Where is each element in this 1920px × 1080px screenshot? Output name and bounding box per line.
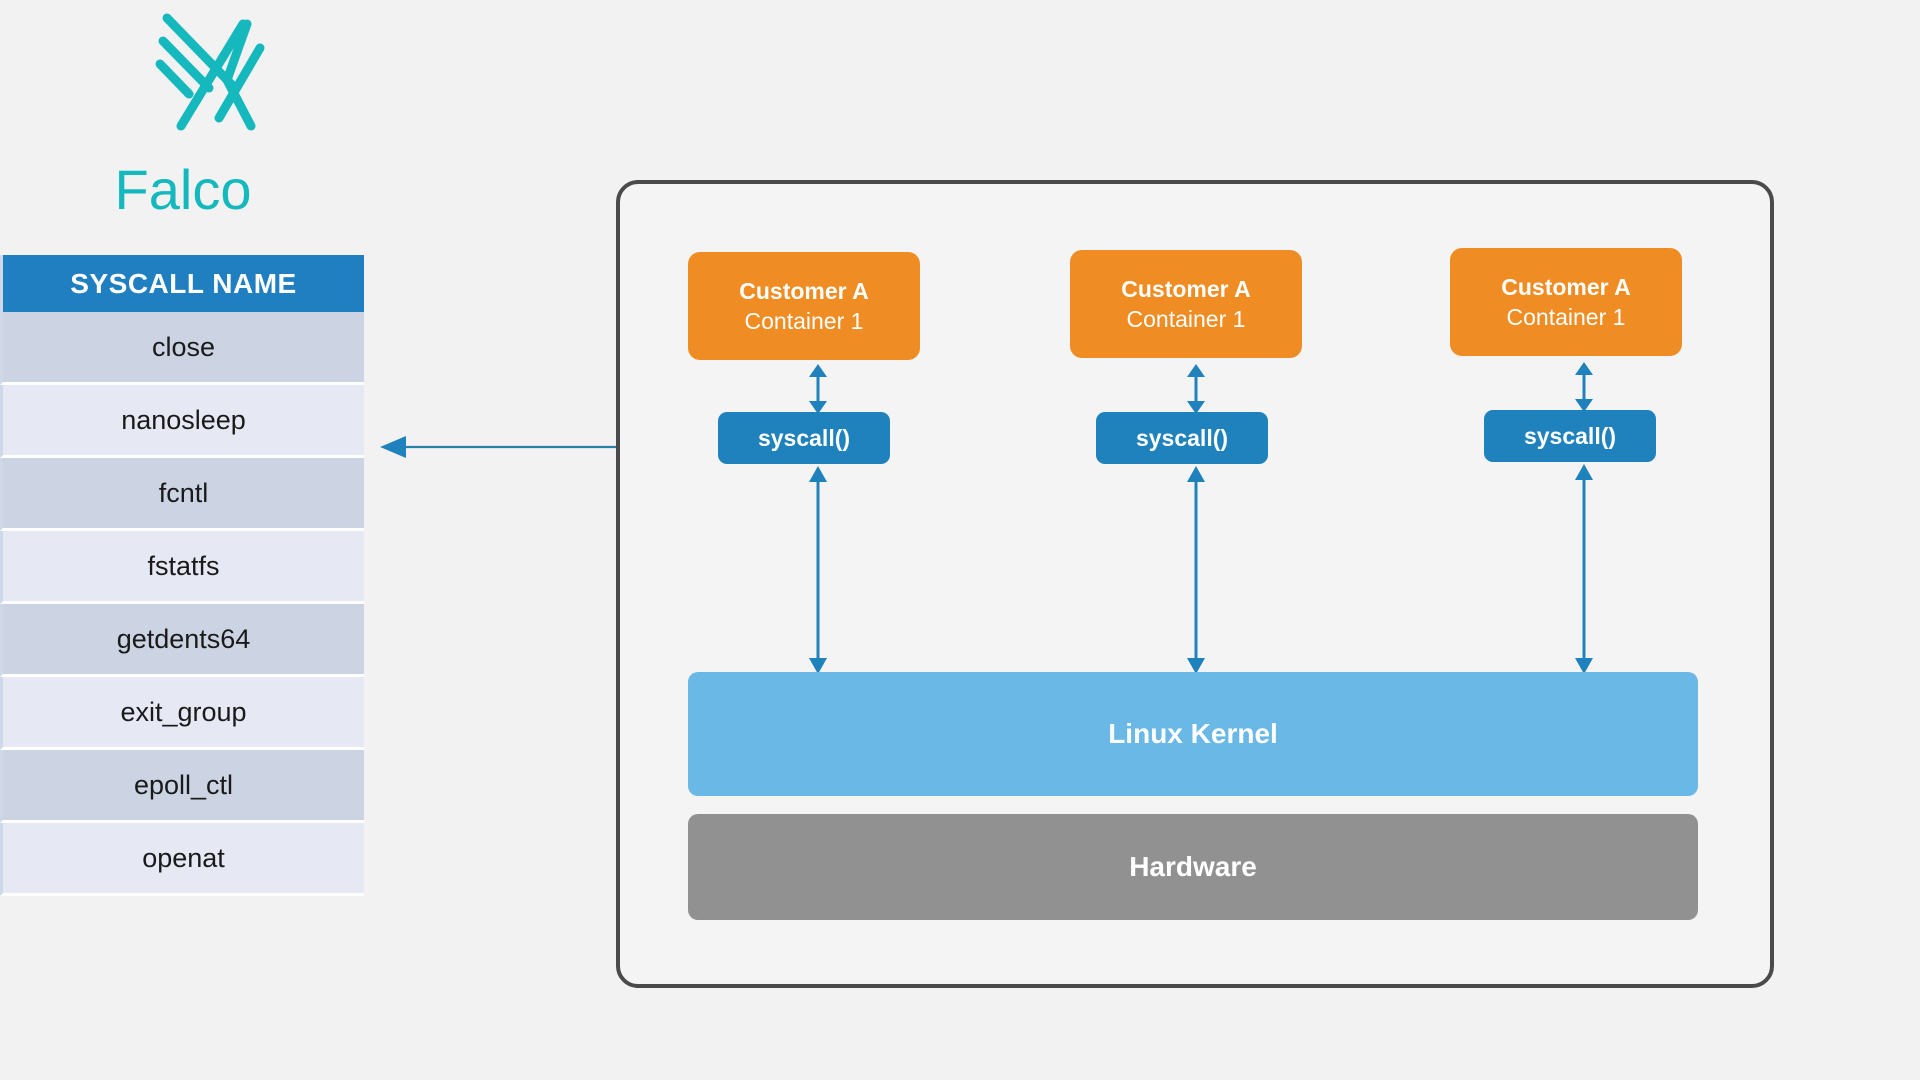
table-row[interactable]: close [0,312,364,385]
container-box[interactable]: Customer A Container 1 [1070,250,1302,358]
table-row[interactable]: openat [0,823,364,896]
container-customer-label: Customer A [1501,274,1631,300]
double-headed-vertical-arrow-icon [1187,466,1205,674]
linux-kernel-bar: Linux Kernel [688,672,1698,796]
syscall-table: SYSCALL NAME close nanosleep fcntl fstat… [0,255,364,896]
container-name-label: Container 1 [1126,306,1246,332]
table-row[interactable]: exit_group [0,677,364,750]
double-headed-vertical-arrow-icon [1575,362,1593,412]
falco-logo-icon [155,13,265,131]
table-row[interactable]: getdents64 [0,604,364,677]
table-row[interactable]: fcntl [0,458,364,531]
double-headed-vertical-arrow-icon [1187,364,1205,414]
table-row[interactable]: fstatfs [0,531,364,604]
container-customer-label: Customer A [739,278,869,304]
falco-wordmark: Falco [114,158,252,221]
syscall-box[interactable]: syscall() [1484,410,1656,462]
double-headed-vertical-arrow-icon [1575,464,1593,674]
container-box[interactable]: Customer A Container 1 [688,252,920,360]
syscall-box[interactable]: syscall() [1096,412,1268,464]
syscall-table-header: SYSCALL NAME [0,255,364,312]
hardware-bar: Hardware [688,814,1698,920]
syscall-box[interactable]: syscall() [718,412,890,464]
container-name-label: Container 1 [744,308,864,334]
double-headed-vertical-arrow-icon [809,466,827,674]
container-box[interactable]: Customer A Container 1 [1450,248,1682,356]
double-headed-vertical-arrow-icon [809,364,827,414]
table-row[interactable]: nanosleep [0,385,364,458]
container-customer-label: Customer A [1121,276,1251,302]
architecture-diagram-frame: Customer A Container 1 Customer A Contai… [616,180,1774,988]
container-name-label: Container 1 [1506,304,1626,330]
falco-logo: Falco [0,0,366,250]
table-row[interactable]: epoll_ctl [0,750,364,823]
